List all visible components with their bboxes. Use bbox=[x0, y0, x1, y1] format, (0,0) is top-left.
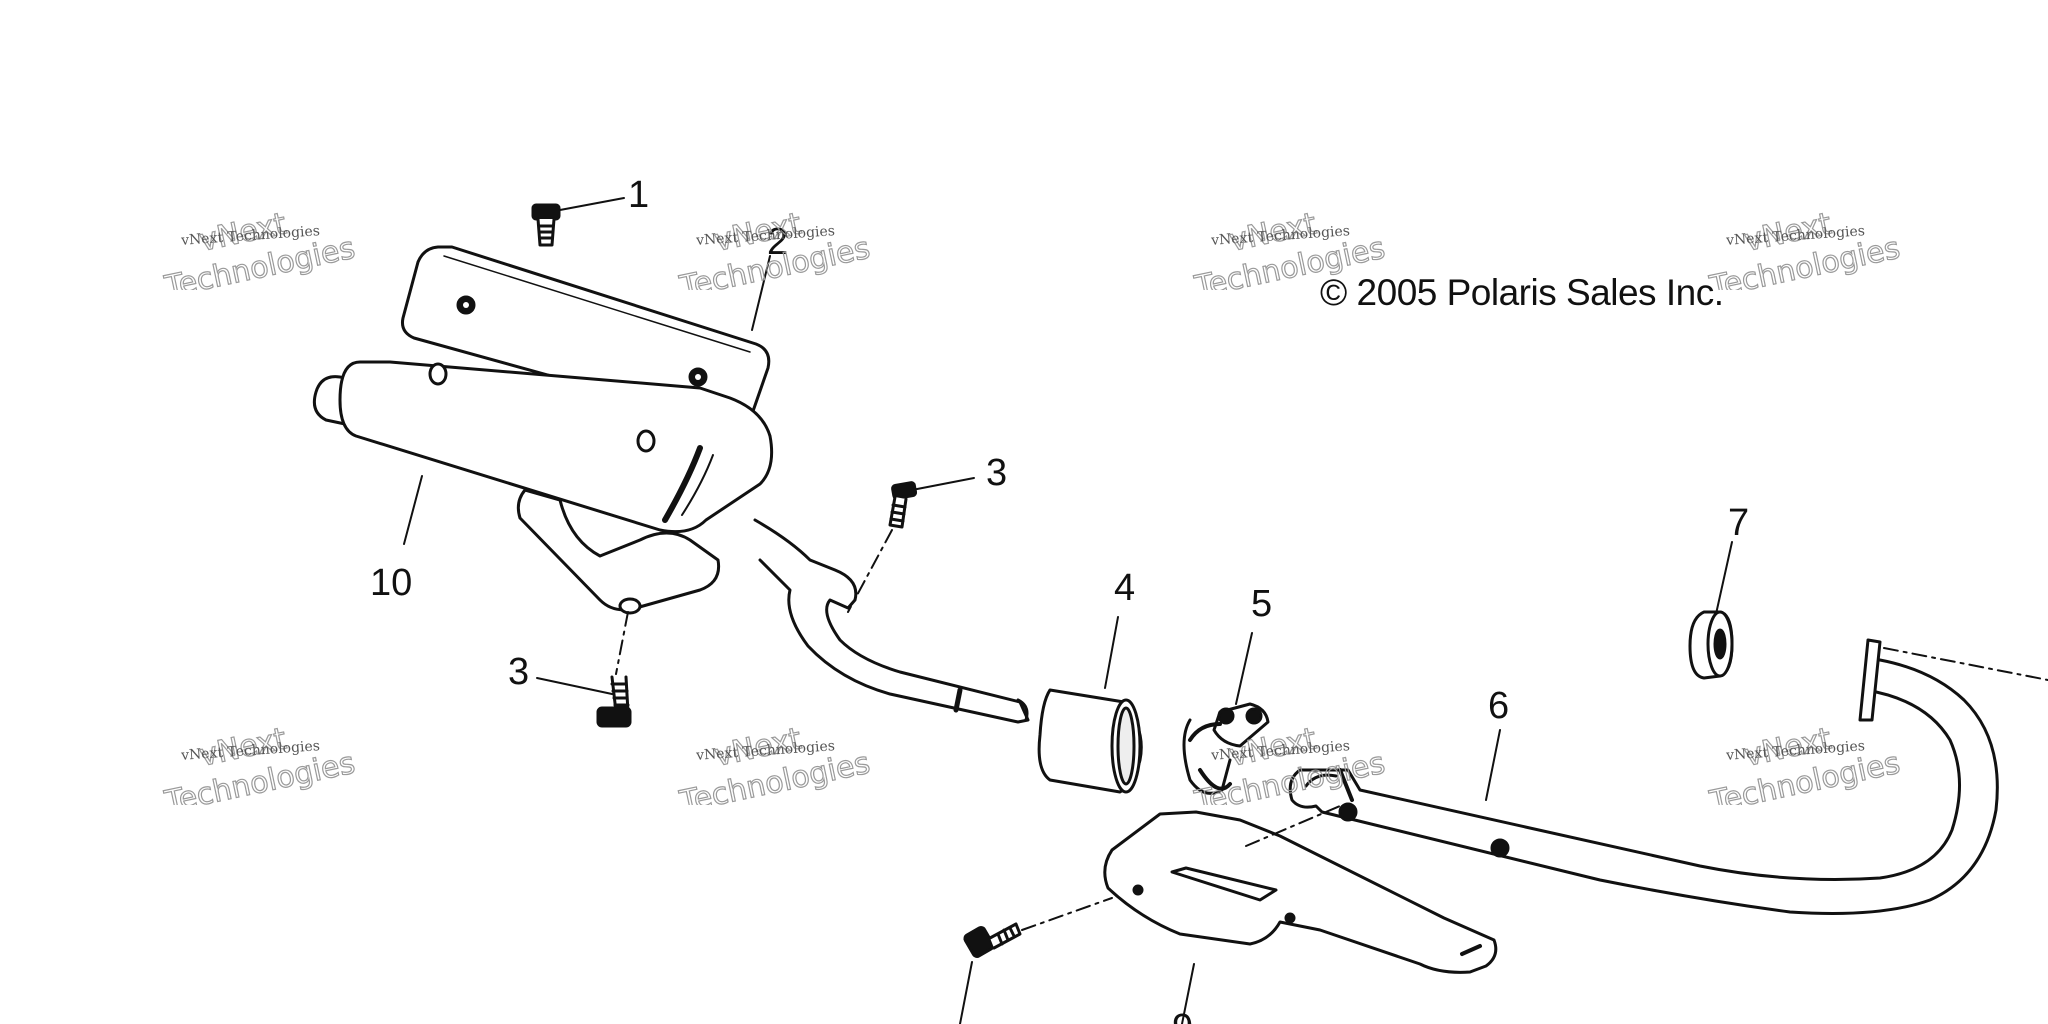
callout-3-lower: 3 bbox=[508, 651, 529, 693]
callout-3-upper: 3 bbox=[986, 452, 1007, 494]
clamp-part-5 bbox=[1182, 702, 1270, 795]
centerline-3-lower bbox=[615, 611, 629, 675]
centerline-6 bbox=[1883, 647, 2048, 681]
callout-10: 10 bbox=[370, 562, 412, 604]
callout-5: 5 bbox=[1251, 583, 1272, 625]
callout-9: 9 bbox=[1172, 1007, 1193, 1024]
leader-3-lower bbox=[536, 677, 613, 695]
muffler-part-10 bbox=[312, 360, 1030, 724]
leader-2 bbox=[751, 255, 771, 331]
centerline-9b bbox=[1245, 805, 1341, 847]
heat-shield-part-2 bbox=[401, 245, 771, 427]
bolt-part-3-upper bbox=[888, 481, 918, 529]
leader-6 bbox=[1485, 729, 1501, 801]
leader-9 bbox=[1181, 963, 1195, 1024]
leader-9b bbox=[959, 961, 973, 1024]
leader-4 bbox=[1104, 616, 1119, 689]
bolt-part-9 bbox=[963, 922, 1022, 958]
leader-1 bbox=[559, 197, 625, 211]
copyright-notice: © 2005 Polaris Sales Inc. bbox=[1320, 272, 1724, 313]
sleeve-part-4 bbox=[1037, 688, 1143, 794]
centerline-9 bbox=[1021, 897, 1113, 931]
leader-5 bbox=[1235, 632, 1253, 705]
washer-part-7 bbox=[1688, 610, 1734, 680]
header-pipe-part-6 bbox=[1288, 638, 1999, 915]
callout-1: 1 bbox=[628, 174, 649, 216]
bolt-part-3-lower bbox=[596, 675, 632, 728]
callout-6: 6 bbox=[1488, 685, 1509, 727]
centerline-3-upper bbox=[847, 529, 893, 613]
callout-2: 2 bbox=[767, 221, 788, 263]
callout-4: 4 bbox=[1114, 567, 1135, 609]
leader-3-upper bbox=[911, 477, 975, 491]
callout-7: 7 bbox=[1728, 502, 1749, 544]
lower-heat-shield-part-9 bbox=[1103, 810, 1498, 974]
leader-7 bbox=[1715, 541, 1733, 615]
bolt-part-1 bbox=[531, 203, 561, 247]
leader-10 bbox=[403, 475, 423, 545]
